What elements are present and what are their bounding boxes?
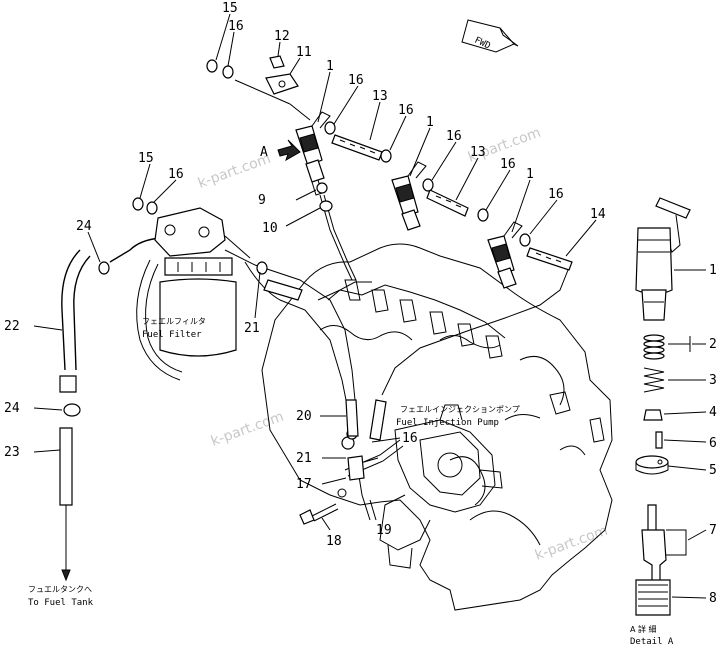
- callout-18: 18: [326, 534, 342, 549]
- cap-icon: [132, 59, 218, 211]
- fuel-filter-label: Fuel Filter: [142, 330, 202, 340]
- callout-24: 24: [76, 219, 92, 234]
- fuel-tank-label: To Fuel Tank: [28, 598, 94, 608]
- injection-pump-label-jp: フェエルインジェクションポンプ: [400, 405, 520, 414]
- callout-16: 16: [348, 73, 364, 88]
- callout-20: 20: [296, 409, 312, 424]
- fwd-label: FWD: [473, 36, 492, 52]
- callout-10: 10: [262, 221, 278, 236]
- detail-label-jp: A 詳 細: [630, 624, 657, 634]
- callout-13: 13: [470, 145, 486, 160]
- callout-16: 16: [548, 187, 564, 202]
- fuel-tank-label-jp: フュエルタンクへ: [28, 585, 92, 594]
- hose: [345, 399, 387, 441]
- tank-pipe: フュエルタンクへ To Fuel Tank: [28, 375, 94, 608]
- callout-4: 4: [709, 405, 717, 420]
- hose: [331, 134, 383, 161]
- callout-9: 9: [258, 193, 266, 208]
- callout-5: 5: [709, 463, 717, 478]
- callout-labels: 15 16 12 11 1 16 13 16 1 16 13 16 1 16 1…: [4, 1, 717, 606]
- view-arrow-icon: A: [260, 139, 301, 162]
- callout-8: 8: [709, 591, 717, 606]
- callout-16: 16: [168, 167, 184, 182]
- fuel-filter: フェエルフィルタ Fuel Filter: [142, 207, 251, 357]
- flange-plate: [234, 55, 311, 121]
- fuel-lines: [61, 194, 571, 521]
- leader-lines: [33, 13, 707, 599]
- callout-23: 23: [4, 445, 20, 460]
- callout-24: 24: [4, 401, 20, 416]
- callout-19: 19: [376, 523, 392, 538]
- callout-2: 2: [709, 337, 717, 352]
- callout-16: 16: [446, 129, 462, 144]
- injection-pump-label: Fuel Injection Pump: [396, 418, 499, 428]
- callout-1: 1: [426, 115, 434, 130]
- fwd-arrow-icon: FWD: [461, 19, 519, 53]
- watermark: k-part.com: [209, 409, 286, 450]
- callout-14: 14: [590, 207, 606, 222]
- clamp-icon: [63, 65, 531, 450]
- watermark: k-part.com: [533, 523, 610, 564]
- hose: [263, 279, 303, 301]
- banjo-fitting: [347, 455, 379, 481]
- callout-22: 22: [4, 319, 20, 334]
- callout-1: 1: [326, 59, 334, 74]
- callout-15: 15: [138, 151, 154, 166]
- callout-6: 6: [709, 436, 717, 451]
- callout-12: 12: [274, 29, 290, 44]
- injector: [295, 111, 331, 196]
- injector: [487, 221, 523, 289]
- callout-16: 16: [402, 431, 418, 446]
- callout-16: 16: [398, 103, 414, 118]
- callout-13: 13: [372, 89, 388, 104]
- callout-17: 17: [296, 477, 312, 492]
- callout-21: 21: [296, 451, 312, 466]
- hose: [426, 189, 469, 217]
- detail-a: A 詳 細 Detail A: [630, 197, 691, 647]
- callout-21: 21: [244, 321, 260, 336]
- callout-16: 16: [500, 157, 516, 172]
- fuel-injection-pump: [379, 404, 503, 569]
- washer-icon: [316, 182, 333, 212]
- callout-11: 11: [296, 45, 312, 60]
- callout-7: 7: [709, 523, 717, 538]
- callout-15: 15: [222, 1, 238, 16]
- bolt-icon: [299, 488, 347, 525]
- callout-1: 1: [526, 167, 534, 182]
- injector: [391, 161, 427, 231]
- fuel-filter-label-jp: フェエルフィルタ: [142, 317, 206, 326]
- view-mark: A: [260, 145, 268, 160]
- callout-3: 3: [709, 373, 717, 388]
- callout-1: 1: [709, 263, 717, 278]
- hose: [526, 247, 573, 271]
- callout-16: 16: [228, 19, 244, 34]
- detail-label: Detail A: [630, 637, 674, 647]
